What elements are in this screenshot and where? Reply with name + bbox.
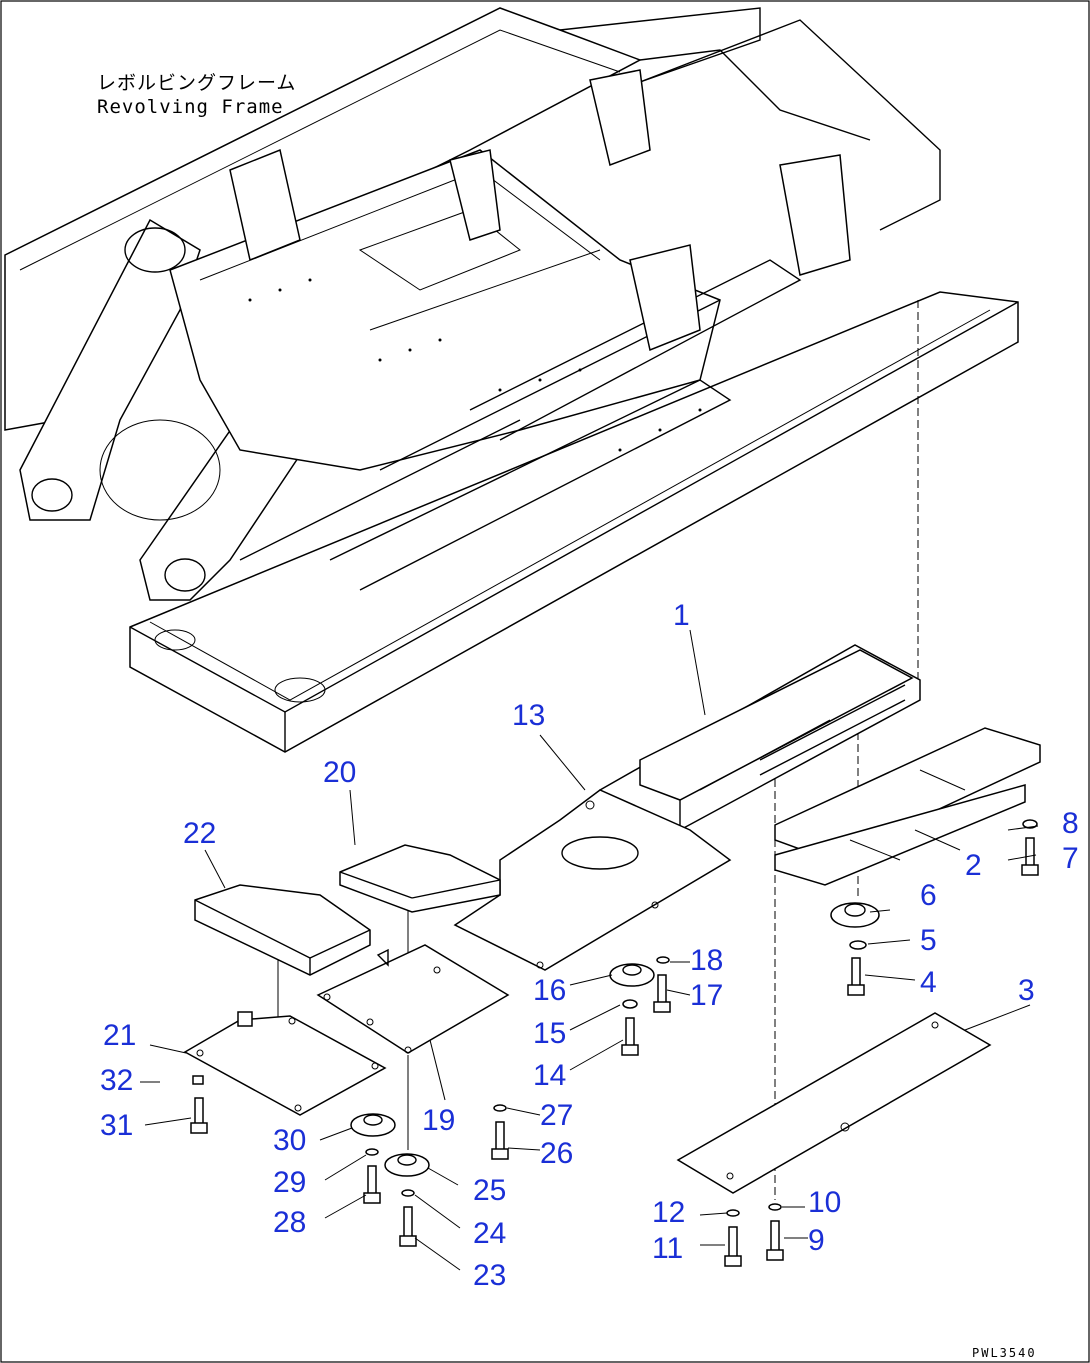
part-22-pad (194, 884, 371, 976)
callout-2: 2 (965, 849, 982, 882)
part-3-plate (676, 1012, 992, 1194)
drawing-code: PWL3540 (972, 1346, 1037, 1360)
frame-label-en: Revolving Frame (97, 96, 284, 118)
callout-5: 5 (920, 924, 937, 957)
frame-label-jp: レボルビングフレーム (97, 72, 296, 94)
part-21-plate (183, 1011, 387, 1116)
callout-1: 1 (673, 599, 690, 632)
callout-21: 21 (103, 1019, 136, 1052)
boom-foot-left (19, 218, 201, 521)
callout-10: 10 (808, 1186, 841, 1219)
callout-8: 8 (1062, 807, 1079, 840)
callout-28: 28 (273, 1206, 306, 1239)
callout-30: 30 (273, 1124, 306, 1157)
callout-6: 6 (920, 879, 937, 912)
callout-20: 20 (323, 756, 356, 789)
callout-29: 29 (273, 1166, 306, 1199)
callout-24: 24 (473, 1217, 506, 1250)
callout-25: 25 (473, 1174, 506, 1207)
callout-15: 15 (533, 1017, 566, 1050)
part-20-pad (339, 844, 501, 913)
callout-16: 16 (533, 974, 566, 1007)
callout-27: 27 (540, 1099, 573, 1132)
frame-center-body (169, 149, 721, 471)
callout-32: 32 (100, 1064, 133, 1097)
callout-26: 26 (540, 1137, 573, 1170)
leader-lines (140, 629, 1039, 1271)
callout-22: 22 (183, 817, 216, 850)
callout-23: 23 (473, 1259, 506, 1292)
callout-9: 9 (808, 1224, 825, 1257)
frame-base-plate (129, 291, 1019, 753)
part-1-cover (599, 644, 921, 831)
hardware (190, 819, 1039, 1267)
callout-11: 11 (652, 1232, 683, 1265)
callout-3: 3 (1018, 974, 1035, 1007)
callout-12: 12 (652, 1196, 685, 1229)
callout-numbers: 1 2 3 4 5 6 7 8 9 10 11 12 13 14 15 16 1… (100, 599, 1079, 1292)
revolving-frame (4, 7, 1019, 753)
callout-14: 14 (533, 1059, 566, 1092)
callout-13: 13 (512, 699, 545, 732)
callout-7: 7 (1062, 842, 1079, 875)
part-2-plate (774, 727, 1041, 886)
callout-18: 18 (690, 944, 723, 977)
callout-31: 31 (100, 1109, 133, 1142)
callout-19: 19 (422, 1104, 455, 1137)
callout-17: 17 (690, 979, 723, 1012)
part-19-plate (316, 944, 510, 1054)
callout-4: 4 (920, 966, 937, 999)
